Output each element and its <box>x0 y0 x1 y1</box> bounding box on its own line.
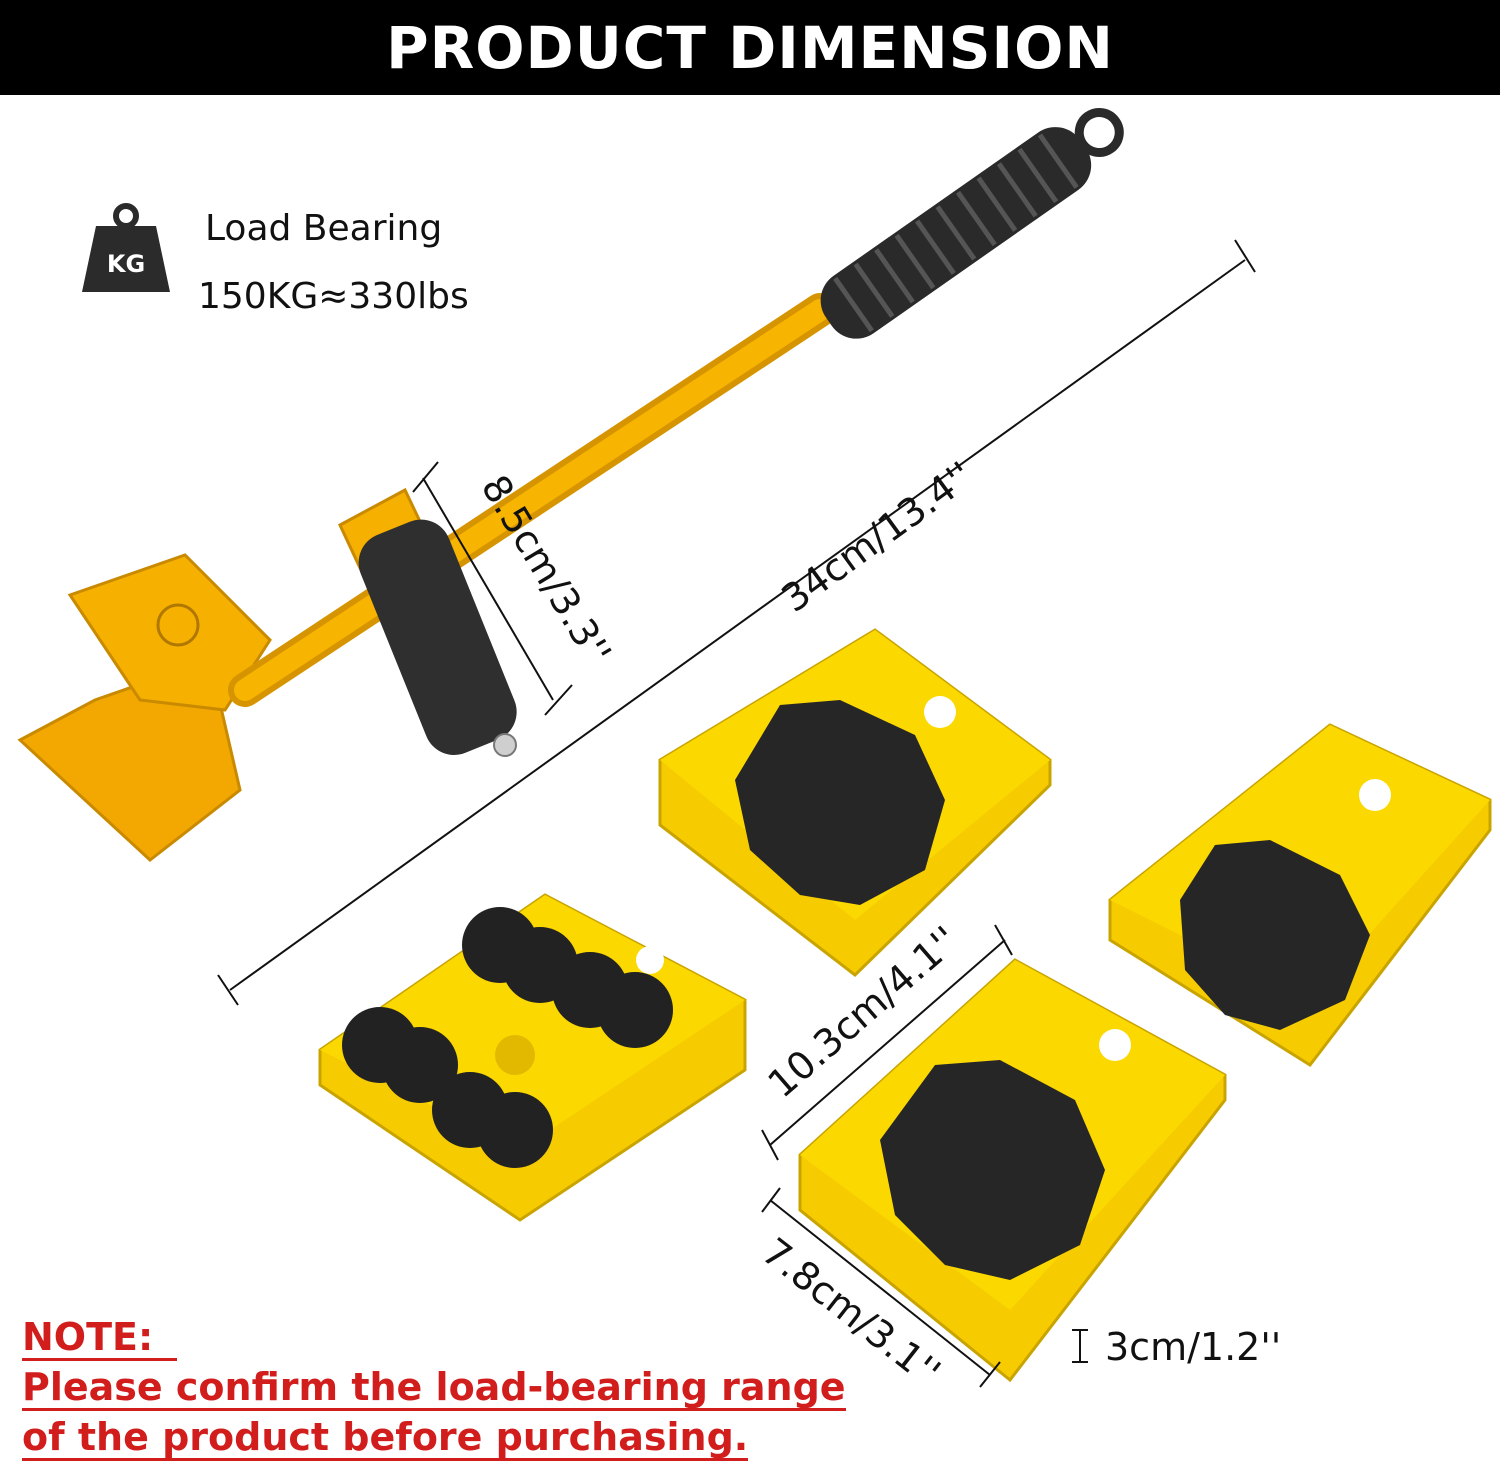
flat-slider-top <box>658 628 1052 977</box>
note-line-1: Please confirm the load-bearing range <box>22 1365 846 1411</box>
page-banner: PRODUCT DIMENSION <box>0 0 1500 95</box>
wheeled-slider <box>318 893 747 1222</box>
weight-icon: KG <box>82 203 170 292</box>
note-line-2: of the product before purchasing. <box>22 1415 749 1461</box>
banner-title: PRODUCT DIMENSION <box>386 13 1114 82</box>
note-heading: NOTE: <box>22 1317 178 1361</box>
load-bearing-title: Load Bearing <box>205 208 443 249</box>
weight-icon-label: KG <box>107 250 145 278</box>
dimension-slider-height: 3cm/1.2'' <box>1105 1325 1282 1369</box>
flat-slider-right <box>1108 723 1492 1067</box>
flat-slider-bottom <box>798 958 1227 1383</box>
load-bearing-value: 150KG≈330lbs <box>198 276 469 317</box>
dimension-lines <box>217 239 1256 1388</box>
lever-tool <box>17 107 1124 862</box>
